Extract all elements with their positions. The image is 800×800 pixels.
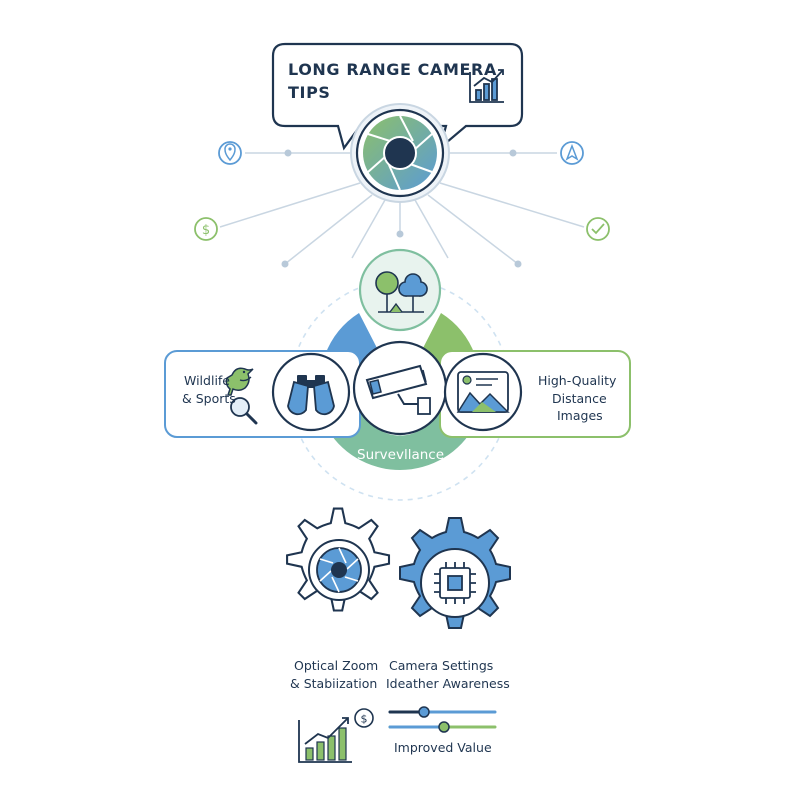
settings-label-line-2: Ideather Awareness — [386, 676, 510, 691]
growth-chart-icon — [298, 717, 352, 763]
security-camera-icon — [352, 340, 448, 436]
quality-label-line-1: High-Quality — [538, 373, 617, 388]
zoom-aperture-icon — [316, 547, 362, 593]
navigation-icon — [560, 141, 584, 165]
magnifier-icon — [230, 397, 258, 425]
title-line-1: LONG RANGE CAMERA — [288, 60, 497, 79]
location-pin-icon — [218, 141, 242, 165]
connector-dots — [281, 149, 522, 268]
tree-icon — [358, 248, 442, 332]
bird-icon — [225, 367, 254, 396]
dollar-icon: $ — [194, 217, 218, 241]
title-bubble — [271, 42, 524, 152]
chip-icon — [434, 562, 476, 604]
surveillance-label: Survevllance — [357, 447, 445, 463]
settings-label-line-1: Camera Settings — [389, 658, 494, 673]
zoom-label-line-2: & Stabiization — [290, 676, 378, 691]
binoculars-icon — [271, 352, 351, 432]
svg-text:$: $ — [202, 223, 210, 238]
connector-lines — [219, 152, 585, 265]
svg-text:$: $ — [361, 713, 368, 726]
wildlife-label-line-2: & Sports — [182, 391, 236, 406]
wildlife-label-line-1: Wildlife — [184, 373, 231, 388]
landscape-image-icon — [443, 352, 523, 432]
slider-icon — [388, 706, 497, 733]
title-line-2: TIPS — [288, 83, 331, 102]
quality-label-line-2: Distance — [552, 391, 607, 406]
quality-label-line-3: Images — [557, 408, 603, 423]
check-icon — [586, 217, 610, 241]
bar-chart-icon — [469, 69, 504, 103]
improved-value-label: Improved Value — [394, 740, 492, 755]
zoom-label-line-1: Optical Zoom — [294, 658, 379, 673]
footer-dollar-icon: $ — [354, 708, 374, 728]
aperture-icon — [350, 103, 450, 203]
